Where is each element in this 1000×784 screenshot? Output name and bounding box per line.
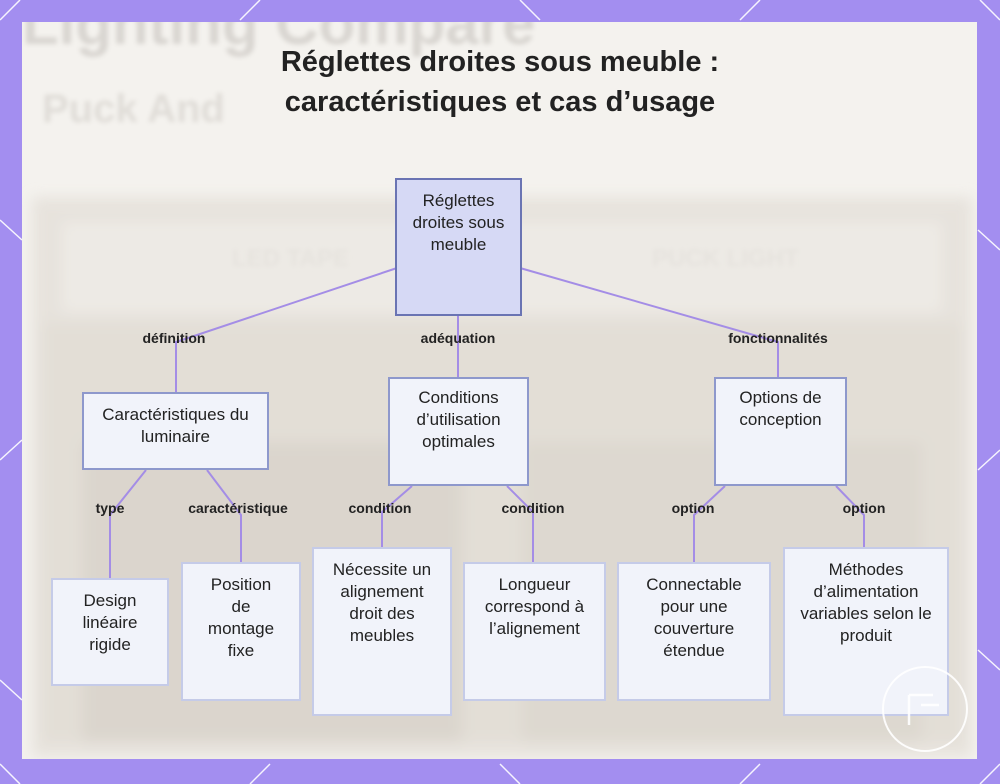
edge-label-fonctionnalites: fonctionnalités — [728, 330, 828, 346]
watermark-logo-icon — [882, 666, 968, 752]
edge-label-condition-1: condition — [348, 500, 412, 516]
node-position: Position de montage fixe — [181, 562, 301, 701]
edge-options-methodes — [835, 485, 865, 547]
edge-root-options — [519, 267, 779, 377]
title-line-2: caractéristiques et cas d’usage — [284, 86, 716, 118]
edge-label-type: type — [95, 500, 125, 516]
faded-led-label: LED TAPE — [232, 245, 349, 272]
faded-heading: Lighting Compare — [22, 22, 535, 57]
node-design: Design linéaire rigide — [51, 578, 169, 686]
edge-label-option-1: option — [671, 500, 715, 516]
diagram-title: Réglettes droites sous meuble : caractér… — [0, 42, 1000, 122]
node-connectable: Connectable pour une couverture étendue — [617, 562, 771, 701]
edge-label-adequation: adéquation — [420, 330, 496, 346]
edge-root-caracteristiques — [175, 267, 398, 392]
blurred-background-text: Lighting Compare Puck And LED TAPE PUCK … — [22, 22, 799, 272]
edge-label-option-2: option — [842, 500, 886, 516]
edge-options-connectable — [693, 485, 726, 562]
node-longueur: Longueur correspond à l’alignement — [463, 562, 606, 701]
edge-label-definition: définition — [142, 330, 206, 346]
faded-puck-label: PUCK LIGHT — [652, 245, 799, 272]
edge-conditions-necessite — [381, 485, 413, 547]
node-options: Options de conception — [714, 377, 847, 486]
edge-label-condition-2: condition — [501, 500, 565, 516]
node-necessite: Nécessite un alignement droit des meuble… — [312, 547, 452, 716]
edge-conditions-longueur — [506, 485, 534, 562]
node-conditions: Conditions d’utilisation optimales — [388, 377, 529, 486]
edge-caracteristiques-position — [206, 469, 242, 562]
edge-caracteristiques-design — [109, 469, 147, 578]
node-root: Réglettes droites sous meuble — [395, 178, 522, 316]
node-caracteristiques: Caractéristiques du luminaire — [82, 392, 269, 470]
node-methodes: Méthodes d’alimentation variables selon … — [783, 547, 949, 716]
title-line-1: Réglettes droites sous meuble : — [280, 46, 720, 78]
edge-label-caracteristique: caractéristique — [188, 500, 288, 516]
faded-subheading: Puck And — [42, 87, 225, 131]
